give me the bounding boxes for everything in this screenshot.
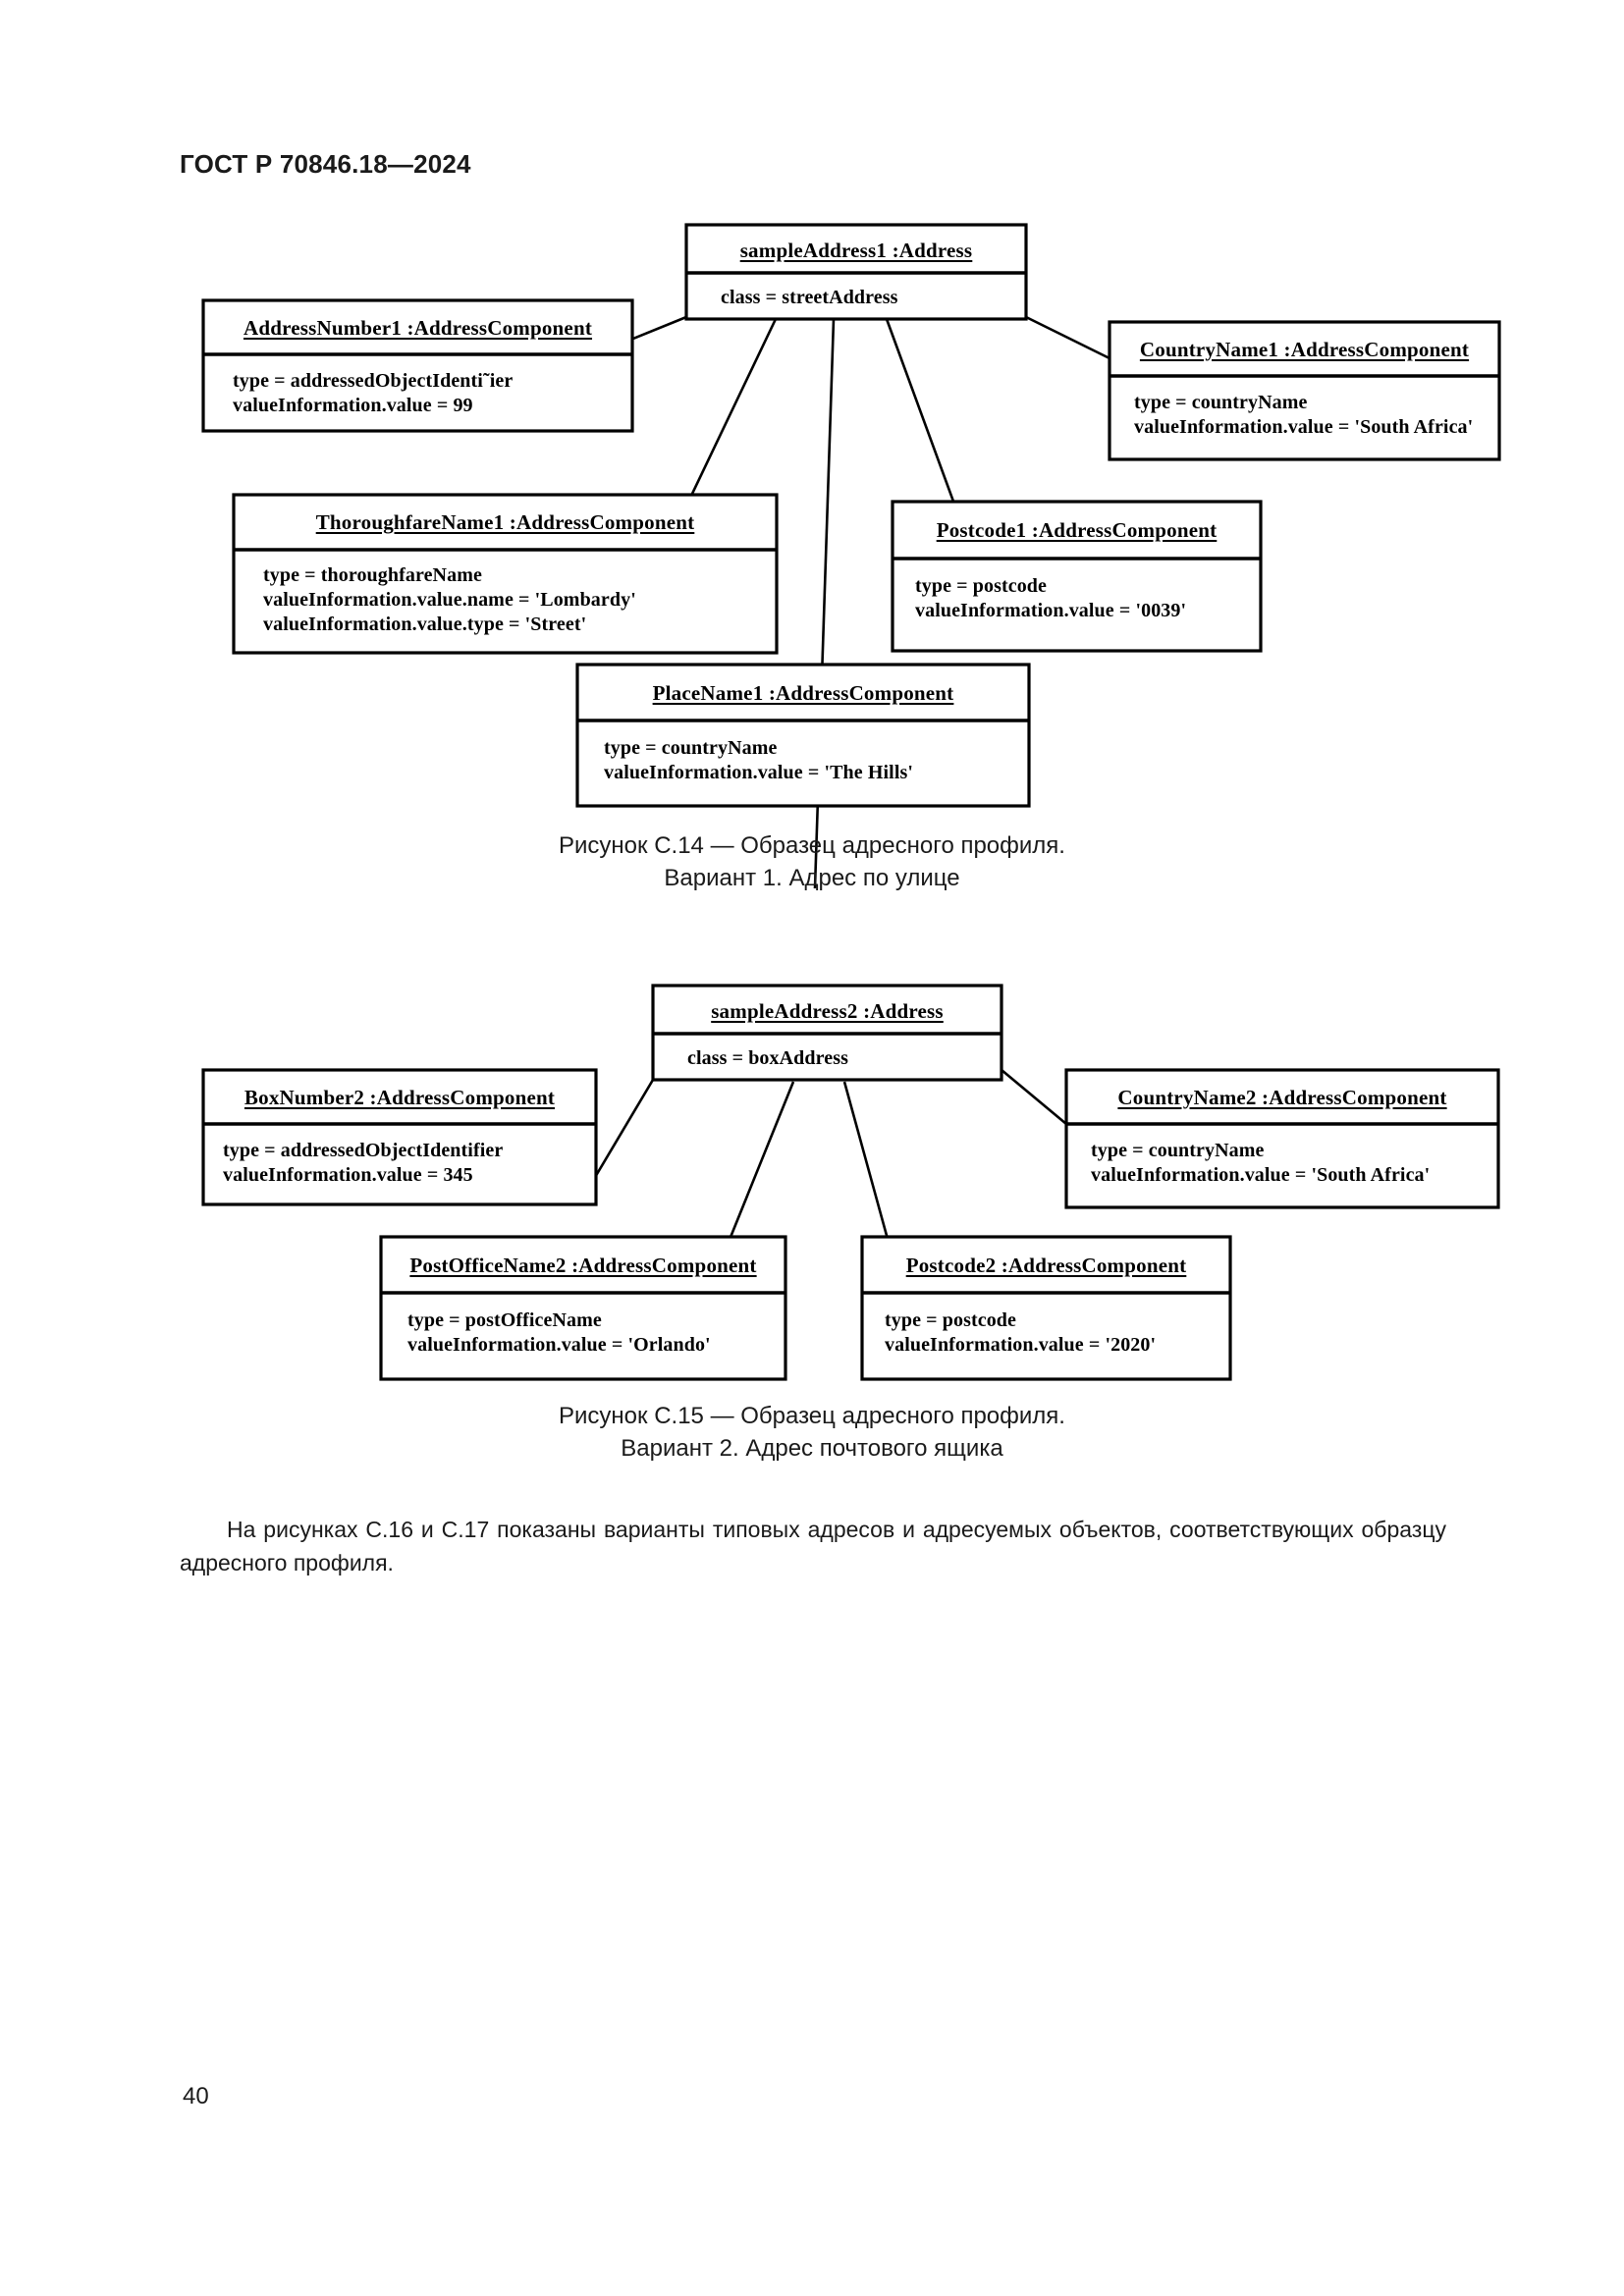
- uml-object-countryname1-attr-1: valueInformation.value = 'South Africa': [1134, 416, 1474, 438]
- figure-c15-caption: Рисунок С.15 — Образец адресного профиля…: [0, 1400, 1624, 1465]
- body-paragraph-text: На рисунках С.16 и С.17 показаны вариант…: [180, 1517, 1446, 1575]
- figure-c14-caption-line1: Рисунок С.14 — Образец адресного профиля…: [559, 832, 1065, 859]
- uml-object-addressnumber1-attr-0: type = addressedObjectIdenti˜ier: [233, 370, 514, 392]
- uml-object-postcode1-attr-0: type = postcode: [915, 575, 1047, 597]
- uml-object-countryname2-name: CountryName2 :AddressComponent: [1117, 1085, 1447, 1109]
- figure-c14-caption-line2: Вариант 1. Адрес по улице: [664, 865, 960, 891]
- uml-object-countryname1-attr-0: type = countryName: [1134, 392, 1308, 413]
- uml-object-sampleaddress2-name: sampleAddress2 :Address: [711, 998, 944, 1023]
- uml-object-thoroughfarename1-attr-2: valueInformation.value.type = 'Street': [263, 614, 587, 635]
- uml-object-thoroughfarename1-name: ThoroughfareName1 :AddressComponent: [315, 510, 695, 534]
- uml-object-placename1-name: PlaceName1 :AddressComponent: [652, 680, 954, 705]
- connector-root-to-boxnumber2: [592, 1079, 655, 1180]
- uml-object-postcode1-name: Postcode1 :AddressComponent: [936, 517, 1218, 542]
- uml-object-sampleaddress1[interactable]: sampleAddress1 :Address class = streetAd…: [684, 223, 1028, 321]
- uml-object-postcode1[interactable]: Postcode1 :AddressComponent type = postc…: [891, 500, 1263, 653]
- uml-object-postofficename2-frame: [379, 1235, 787, 1381]
- connector-root-to-countryname2: [1001, 1069, 1067, 1125]
- uml-object-postcode2-attr-0: type = postcode: [885, 1309, 1016, 1331]
- uml-object-postcode2[interactable]: Postcode2 :AddressComponent type = postc…: [860, 1235, 1232, 1381]
- figure-c15-caption-line1: Рисунок С.15 — Образец адресного профиля…: [559, 1403, 1065, 1429]
- uml-object-sampleaddress1-name: sampleAddress1 :Address: [739, 238, 973, 262]
- uml-object-boxnumber2-attr-1: valueInformation.value = 345: [223, 1164, 473, 1186]
- figure-c14-svg: sampleAddress1 :Address class = streetAd…: [201, 223, 1501, 889]
- body-paragraph: На рисунках С.16 и С.17 показаны вариант…: [180, 1513, 1446, 1579]
- uml-object-boxnumber2-name: BoxNumber2 :AddressComponent: [244, 1085, 556, 1109]
- uml-object-boxnumber2[interactable]: BoxNumber2 :AddressComponent type = addr…: [201, 1068, 598, 1206]
- uml-object-postcode1-frame: [891, 500, 1263, 653]
- page-number: 40: [183, 2083, 209, 2109]
- uml-object-postofficename2[interactable]: PostOfficeName2 :AddressComponent type =…: [379, 1235, 787, 1381]
- document-header-standard-number: ГОСТ Р 70846.18—2024: [180, 149, 471, 179]
- uml-object-postcode2-name: Postcode2 :AddressComponent: [905, 1253, 1187, 1277]
- uml-object-postcode2-frame: [860, 1235, 1232, 1381]
- uml-object-postcode1-attr-1: valueInformation.value = '0039': [915, 600, 1187, 621]
- uml-object-boxnumber2-attr-0: type = addressedObjectIdentifier: [223, 1140, 504, 1161]
- figure-c14-caption: Рисунок С.14 — Образец адресного профиля…: [0, 829, 1624, 894]
- uml-object-sampleaddress2[interactable]: sampleAddress2 :Address class = boxAddre…: [651, 984, 1003, 1082]
- uml-object-placename1-attr-0: type = countryName: [604, 737, 778, 759]
- figure-c14-placename1-svg: PlaceName1 :AddressComponent type = coun…: [575, 663, 1031, 808]
- uml-object-boxnumber2-frame: [201, 1068, 598, 1206]
- uml-object-addressnumber1-attr-1: valueInformation.value = 99: [233, 395, 473, 416]
- uml-object-thoroughfarename1[interactable]: ThoroughfareName1 :AddressComponent type…: [232, 493, 779, 655]
- uml-object-countryname2-attr-1: valueInformation.value = 'South Africa': [1091, 1164, 1431, 1186]
- uml-object-countryname1-name: CountryName1 :AddressComponent: [1139, 337, 1470, 361]
- connector-root-to-countryname1: [1025, 315, 1110, 360]
- uml-object-thoroughfarename1-attr-0: type = thoroughfareName: [263, 564, 482, 586]
- uml-object-addressnumber1[interactable]: AddressNumber1 :AddressComponent type = …: [201, 298, 634, 433]
- figure-c14-placename1-block: PlaceName1 :AddressComponent type = coun…: [0, 663, 1624, 820]
- uml-object-addressnumber1-frame: [201, 298, 634, 433]
- uml-object-thoroughfarename1-frame: [232, 493, 779, 655]
- uml-object-sampleaddress1-attr-0: class = streetAddress: [721, 286, 898, 308]
- uml-object-thoroughfarename1-attr-1: valueInformation.value.name = 'Lombardy': [263, 589, 636, 611]
- uml-object-countryname1-frame: [1108, 320, 1501, 461]
- uml-object-addressnumber1-name: AddressNumber1 :AddressComponent: [243, 315, 593, 340]
- uml-object-placename1-attr-1: valueInformation.value = 'The Hills': [604, 762, 914, 783]
- uml-object-postofficename2-attr-1: valueInformation.value = 'Orlando': [407, 1334, 711, 1356]
- uml-object-placename1-frame: [575, 663, 1031, 808]
- uml-object-postofficename2-name: PostOfficeName2 :AddressComponent: [409, 1253, 757, 1277]
- uml-object-countryname2[interactable]: CountryName2 :AddressComponent type = co…: [1064, 1068, 1500, 1209]
- uml-object-postofficename2-attr-0: type = postOfficeName: [407, 1309, 602, 1331]
- uml-object-countryname2-attr-0: type = countryName: [1091, 1140, 1265, 1161]
- figure-c14-diagram: sampleAddress1 :Address class = streetAd…: [0, 223, 1624, 889]
- figure-c15-svg: sampleAddress2 :Address class = boxAddre…: [201, 984, 1500, 1381]
- uml-object-countryname2-frame: [1064, 1068, 1500, 1209]
- uml-object-postcode2-attr-1: valueInformation.value = '2020': [885, 1334, 1157, 1356]
- figure-c15-caption-line2: Вариант 2. Адрес почтового ящика: [621, 1435, 1003, 1462]
- uml-object-sampleaddress2-attr-0: class = boxAddress: [687, 1046, 848, 1069]
- figure-c15-diagram: sampleAddress2 :Address class = boxAddre…: [0, 984, 1624, 1381]
- uml-object-countryname1[interactable]: CountryName1 :AddressComponent type = co…: [1108, 320, 1501, 461]
- uml-object-placename1[interactable]: PlaceName1 :AddressComponent type = coun…: [575, 663, 1031, 808]
